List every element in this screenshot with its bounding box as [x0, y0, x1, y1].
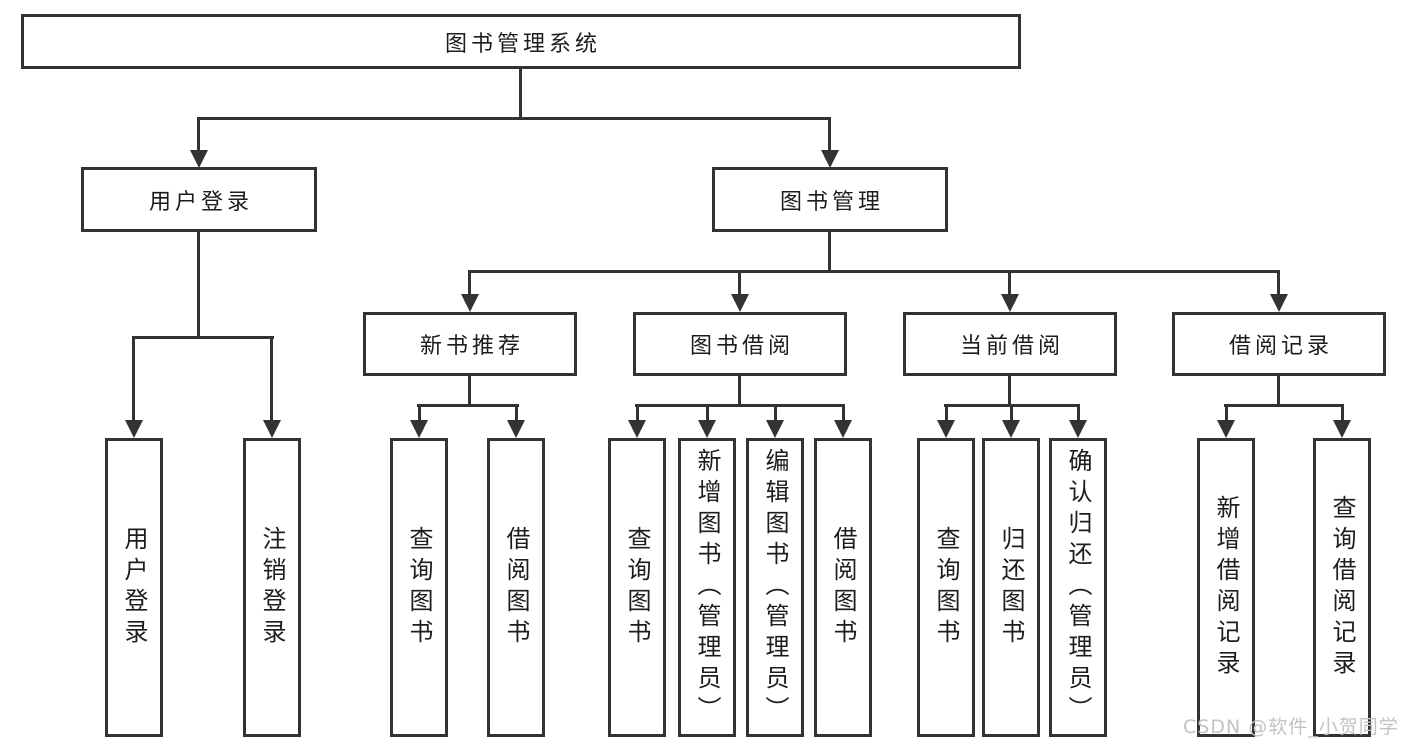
node-label: 借阅记录	[1228, 334, 1333, 359]
connector-vline	[515, 404, 518, 422]
leaf-user-login: 用户登录	[105, 438, 163, 737]
connector-vline	[132, 336, 135, 422]
node-label: 用户登录	[148, 189, 253, 215]
leaf-label: 注销登录	[258, 525, 286, 650]
leaf-add-borrow-record: 新增借阅记录	[1197, 438, 1255, 737]
leaf-label: 查询借阅记录	[1328, 494, 1356, 681]
connector-hline	[635, 404, 845, 407]
node-label: 图书借阅	[689, 334, 794, 359]
connector-vline	[1008, 270, 1011, 297]
node-current-borrow: 当前借阅	[903, 312, 1117, 376]
leaf-edit-book-admin: 编辑图书（管理员）	[746, 438, 804, 737]
connector-vline	[842, 404, 845, 422]
csdn-watermark: CSDN @软件_小贺同学	[1183, 716, 1399, 738]
connector-vline	[1225, 404, 1228, 422]
connector-vline	[636, 404, 639, 422]
node-book-management: 图书管理	[712, 167, 948, 232]
node-label: 新书推荐	[419, 334, 524, 359]
connector-vline	[468, 270, 471, 297]
arrow-down-icon	[628, 420, 646, 438]
arrow-down-icon	[1069, 420, 1087, 438]
connector-vline	[774, 404, 777, 422]
arrow-down-icon	[1270, 294, 1288, 312]
connector-vline	[1277, 270, 1280, 297]
connector-vline	[270, 336, 273, 422]
arrow-down-icon	[190, 150, 208, 168]
connector-hline	[197, 117, 831, 120]
arrow-down-icon	[731, 294, 749, 312]
connector-vline	[828, 117, 831, 152]
connector-vline	[706, 404, 709, 422]
arrow-down-icon	[834, 420, 852, 438]
node-label: 图书管理	[779, 189, 884, 215]
arrow-down-icon	[1002, 420, 1020, 438]
node-label: 当前借阅	[959, 334, 1064, 359]
connector-vline	[738, 376, 741, 407]
connector-vline	[828, 232, 831, 273]
node-library-system: 图书管理系统	[21, 14, 1021, 69]
leaf-query-book-borrow: 查询图书	[608, 438, 666, 737]
connector-vline	[945, 404, 948, 422]
leaf-label: 归还图书	[997, 525, 1025, 650]
leaf-add-book-admin: 新增图书（管理员）	[678, 438, 736, 737]
node-label: 图书管理系统	[444, 31, 601, 57]
connector-vline	[1277, 376, 1280, 407]
leaf-return-book: 归还图书	[982, 438, 1040, 737]
leaf-label: 新增图书（管理员）	[693, 448, 721, 727]
leaf-query-book-recommend: 查询图书	[390, 438, 448, 737]
arrow-down-icon	[410, 420, 428, 438]
arrow-down-icon	[1217, 420, 1235, 438]
leaf-label: 用户登录	[120, 525, 148, 650]
connector-hline	[1224, 404, 1344, 407]
node-user-login: 用户登录	[81, 167, 317, 232]
leaf-label: 新增借阅记录	[1212, 494, 1240, 681]
connector-vline	[1010, 404, 1013, 422]
connector-vline	[1077, 404, 1080, 422]
arrow-down-icon	[125, 420, 143, 438]
leaf-logout-login: 注销登录	[243, 438, 301, 737]
leaf-query-book-current: 查询图书	[917, 438, 975, 737]
arrow-down-icon	[766, 420, 784, 438]
connector-vline	[519, 69, 522, 118]
node-new-book-recommend: 新书推荐	[363, 312, 577, 376]
arrow-down-icon	[461, 294, 479, 312]
leaf-borrow-book-recommend: 借阅图书	[487, 438, 545, 737]
connector-vline	[197, 117, 200, 152]
arrow-down-icon	[507, 420, 525, 438]
leaf-borrow-book: 借阅图书	[814, 438, 872, 737]
leaf-label: 查询图书	[932, 525, 960, 650]
node-book-borrow: 图书借阅	[633, 312, 847, 376]
connector-hline	[468, 270, 1280, 273]
arrow-down-icon	[821, 150, 839, 168]
leaf-label: 查询图书	[405, 525, 433, 650]
leaf-label: 借阅图书	[829, 525, 857, 650]
leaf-label: 编辑图书（管理员）	[761, 448, 789, 727]
connector-vline	[1008, 376, 1011, 407]
connector-vline	[197, 232, 200, 338]
leaf-label: 借阅图书	[502, 525, 530, 650]
connector-vline	[1341, 404, 1344, 422]
arrow-down-icon	[1001, 294, 1019, 312]
arrow-down-icon	[698, 420, 716, 438]
connector-vline	[418, 404, 421, 422]
arrow-down-icon	[1333, 420, 1351, 438]
leaf-label: 查询图书	[623, 525, 651, 650]
arrow-down-icon	[263, 420, 281, 438]
connector-vline	[468, 376, 471, 407]
leaf-confirm-return-admin: 确认归还（管理员）	[1049, 438, 1107, 737]
connector-hline	[417, 404, 519, 407]
arrow-down-icon	[937, 420, 955, 438]
leaf-query-borrow-record: 查询借阅记录	[1313, 438, 1371, 737]
leaf-label: 确认归还（管理员）	[1064, 448, 1092, 727]
connector-vline	[738, 270, 741, 297]
connector-hline	[132, 336, 274, 339]
node-borrow-records: 借阅记录	[1172, 312, 1386, 376]
